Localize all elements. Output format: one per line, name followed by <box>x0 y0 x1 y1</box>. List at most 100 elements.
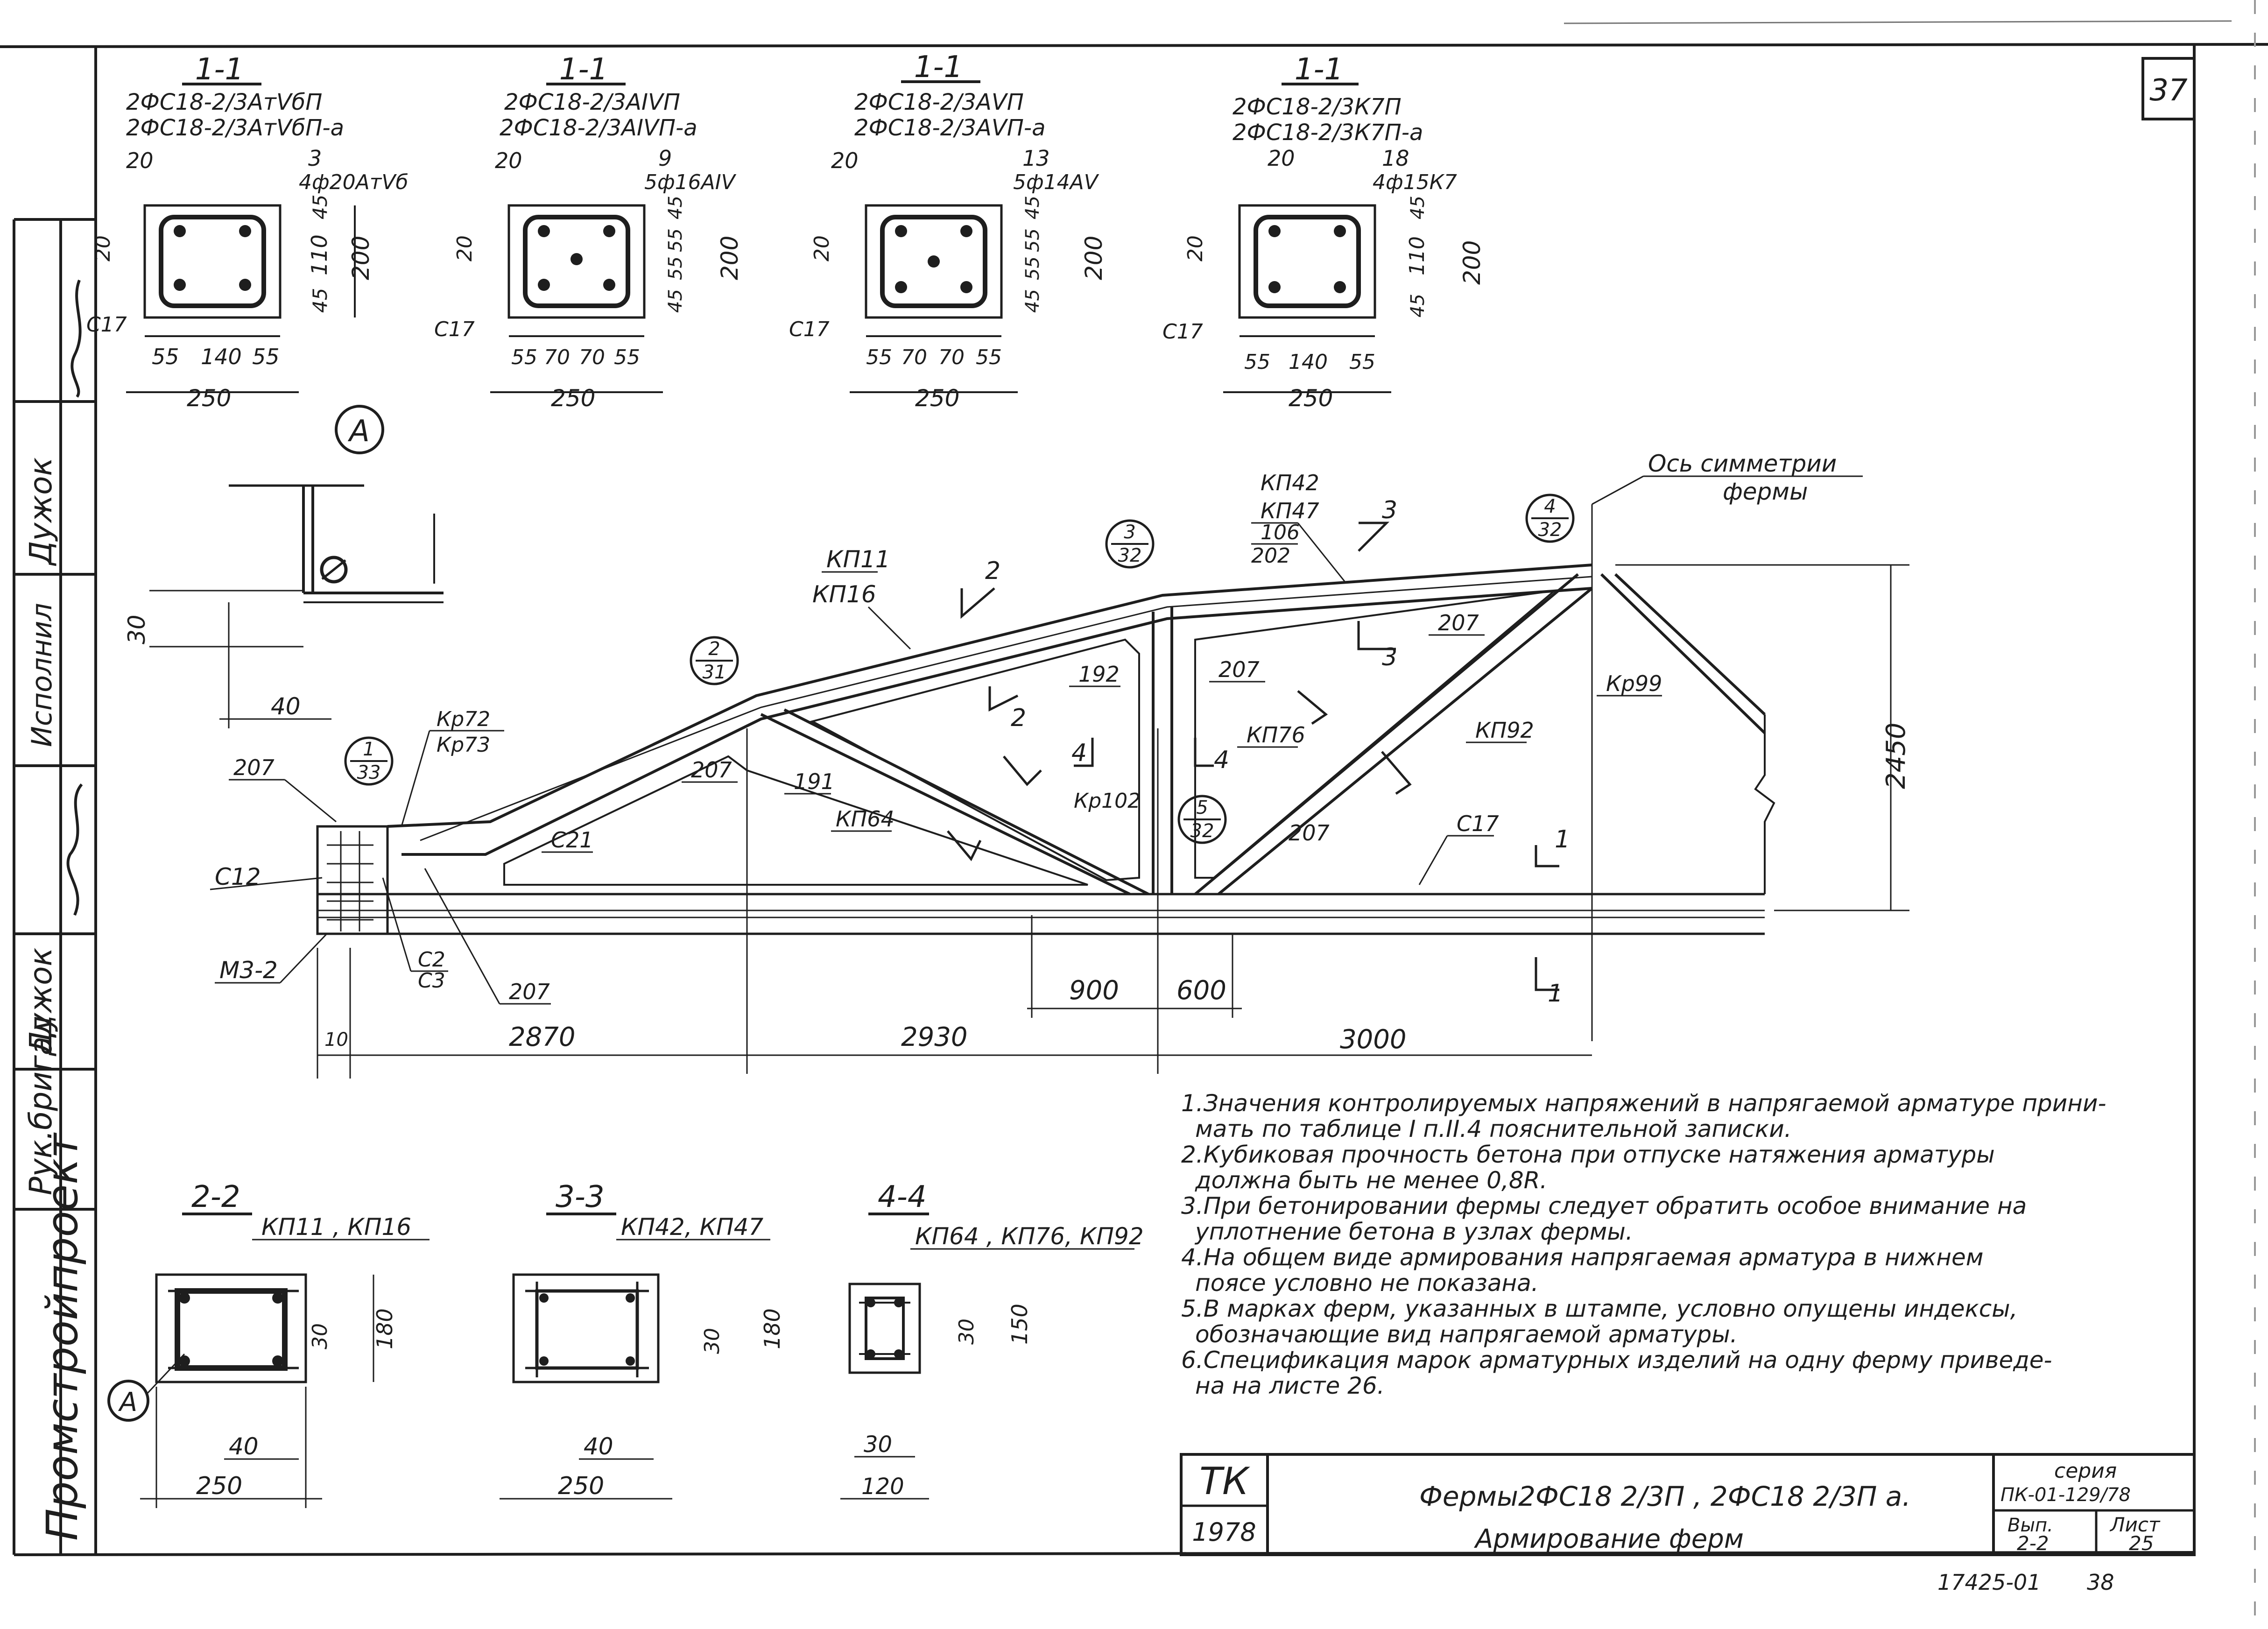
svg-text:20: 20 <box>91 235 115 261</box>
svg-text:55: 55 <box>665 228 686 252</box>
svg-text:55: 55 <box>152 344 179 369</box>
svg-text:2ФС18-2/3АVП-а: 2ФС18-2/3АVП-а <box>854 115 1046 141</box>
svg-text:207: 207 <box>1219 657 1260 682</box>
callout-1: 1 33 <box>344 736 394 786</box>
svg-text:1-1: 1-1 <box>559 52 608 87</box>
svg-text:10: 10 <box>324 1029 348 1051</box>
signature-2 <box>66 783 83 916</box>
svg-text:200: 200 <box>716 236 743 280</box>
axis-label-2: фермы <box>1723 478 1808 505</box>
svg-text:КП11: КП11 <box>826 546 890 573</box>
svg-text:2: 2 <box>1011 704 1026 732</box>
svg-text:200: 200 <box>1080 236 1107 280</box>
svg-text:150: 150 <box>1007 1304 1032 1345</box>
top-chord <box>387 564 1592 856</box>
svg-text:250: 250 <box>1289 385 1333 412</box>
svg-text:С17: С17 <box>86 313 127 337</box>
detail-a: А 30 40 <box>123 405 444 728</box>
notes: 1.Значения контролируемых напряжений в н… <box>1181 1090 2106 1399</box>
section-1-1-a: 1-1 2ФС18-2/3АтVбП 2ФС18-2/3АтVбП-а 20 3… <box>86 52 409 412</box>
height-dim: 2450 <box>1881 722 1911 789</box>
svg-text:2ФС18-2/3К7П: 2ФС18-2/3К7П <box>1233 94 1402 120</box>
svg-text:70: 70 <box>901 346 927 369</box>
panel-opening-0 <box>503 755 1088 886</box>
svg-text:55: 55 <box>976 346 1002 369</box>
svg-text:70: 70 <box>579 346 605 369</box>
svg-text:45: 45 <box>1407 294 1429 317</box>
svg-text:20: 20 <box>1183 235 1207 261</box>
panel-opening-1 <box>810 638 1140 881</box>
svg-text:20: 20 <box>453 235 477 261</box>
svg-text:55: 55 <box>511 346 537 369</box>
side-block: Промстройпроект Рук.бригад Дужок Дужок И… <box>23 279 87 1541</box>
stamp-code: ТК <box>1199 1460 1250 1503</box>
svg-text:192: 192 <box>1078 662 1120 687</box>
svg-text:40: 40 <box>584 1433 613 1460</box>
svg-text:А: А <box>118 1387 137 1417</box>
page-number-box: 37 <box>2141 57 2196 120</box>
svg-text:30: 30 <box>700 1328 724 1354</box>
svg-text:2930: 2930 <box>901 1022 968 1052</box>
svg-text:Кр99: Кр99 <box>1606 671 1662 696</box>
svg-text:на на листе 26.: на на листе 26. <box>1195 1372 1385 1399</box>
archive-page: 38 <box>2087 1570 2114 1595</box>
signature-1 <box>70 279 82 398</box>
svg-text:45: 45 <box>1407 196 1429 219</box>
svg-text:110: 110 <box>307 234 332 275</box>
svg-text:3-3: 3-3 <box>556 1180 605 1214</box>
svg-text:4: 4 <box>1544 496 1556 517</box>
svg-text:1-1: 1-1 <box>195 52 244 87</box>
svg-text:С17: С17 <box>434 317 475 341</box>
svg-text:202: 202 <box>1251 544 1290 568</box>
svg-text:20: 20 <box>495 148 522 173</box>
svg-text:3: 3 <box>1382 496 1397 524</box>
svg-text:КП64: КП64 <box>836 806 895 832</box>
svg-text:20: 20 <box>126 148 154 173</box>
svg-text:А: А <box>347 414 370 449</box>
stamp-title: Фермы2ФС18 2/3П , 2ФС18 2/3П а. <box>1419 1481 1911 1512</box>
svg-text:4: 4 <box>1071 739 1087 767</box>
svg-text:207: 207 <box>691 757 732 783</box>
top-hairline <box>1564 20 2232 24</box>
svg-text:6.Спецификация марок арматурны: 6.Спецификация марок арматурных изделий … <box>1181 1347 2052 1374</box>
svg-text:С17: С17 <box>789 317 830 341</box>
svg-text:70: 70 <box>544 346 570 369</box>
sheet-frame <box>0 43 2268 1556</box>
stamp-sheet-label: Лист <box>2109 1513 2161 1536</box>
svg-text:5ф14АV: 5ф14АV <box>1013 170 1099 194</box>
svg-text:207: 207 <box>509 979 550 1004</box>
side-row-4: Исполнил <box>26 603 58 747</box>
svg-text:110: 110 <box>1405 236 1429 275</box>
svg-text:1: 1 <box>1548 980 1563 1008</box>
svg-text:1: 1 <box>1555 825 1570 853</box>
svg-text:207: 207 <box>1289 820 1330 846</box>
svg-text:Кр102: Кр102 <box>1074 789 1141 813</box>
svg-text:30: 30 <box>308 1323 332 1349</box>
side-row-2: Дужок <box>23 948 59 1057</box>
title-block: ТК 1978 Фермы2ФС18 2/3П , 2ФС18 2/3П а. … <box>1180 1453 2196 1556</box>
svg-text:С21: С21 <box>551 827 593 853</box>
svg-text:45: 45 <box>309 288 331 313</box>
svg-text:55: 55 <box>665 256 686 280</box>
svg-text:40: 40 <box>271 693 301 720</box>
svg-text:КП47: КП47 <box>1261 498 1319 523</box>
svg-text:70: 70 <box>938 346 965 369</box>
svg-text:5.В марках ферм, указанных в ш: 5.В марках ферм, указанных в штампе, усл… <box>1181 1295 2018 1322</box>
svg-text:13: 13 <box>1022 146 1050 171</box>
panel-opening-2 <box>1194 589 1558 879</box>
section-4-4: 4-4 КП64 , КП76, КП92 30 150 30 120 <box>840 1180 1144 1500</box>
support-mesh <box>327 831 373 931</box>
svg-text:2: 2 <box>985 557 1000 585</box>
svg-text:4ф20АтVб: 4ф20АтVб <box>299 170 409 194</box>
section-markers: 2 2 3 3 4 4 1 1 <box>947 496 1570 1008</box>
stamp-series-value: ПК-01-129/78 <box>2000 1484 2131 1506</box>
svg-text:37: 37 <box>2149 73 2188 108</box>
svg-text:поясе условно не показана.: поясе условно не показана. <box>1195 1269 1539 1297</box>
svg-text:КП42: КП42 <box>1261 470 1319 495</box>
svg-text:С2: С2 <box>418 948 445 972</box>
stamp-subtitle: Армирование ферм <box>1474 1524 1744 1554</box>
section-1-1-b: 1-1 2ФС18-2/3АIVП 2ФС18-2/3АIVП-а 20 9 5… <box>434 52 743 412</box>
org-name: Промстройпроект <box>37 1132 87 1541</box>
svg-text:должна быть не менее 0,8R.: должна быть не менее 0,8R. <box>1195 1167 1547 1194</box>
svg-text:5ф16АIV: 5ф16АIV <box>644 170 737 194</box>
